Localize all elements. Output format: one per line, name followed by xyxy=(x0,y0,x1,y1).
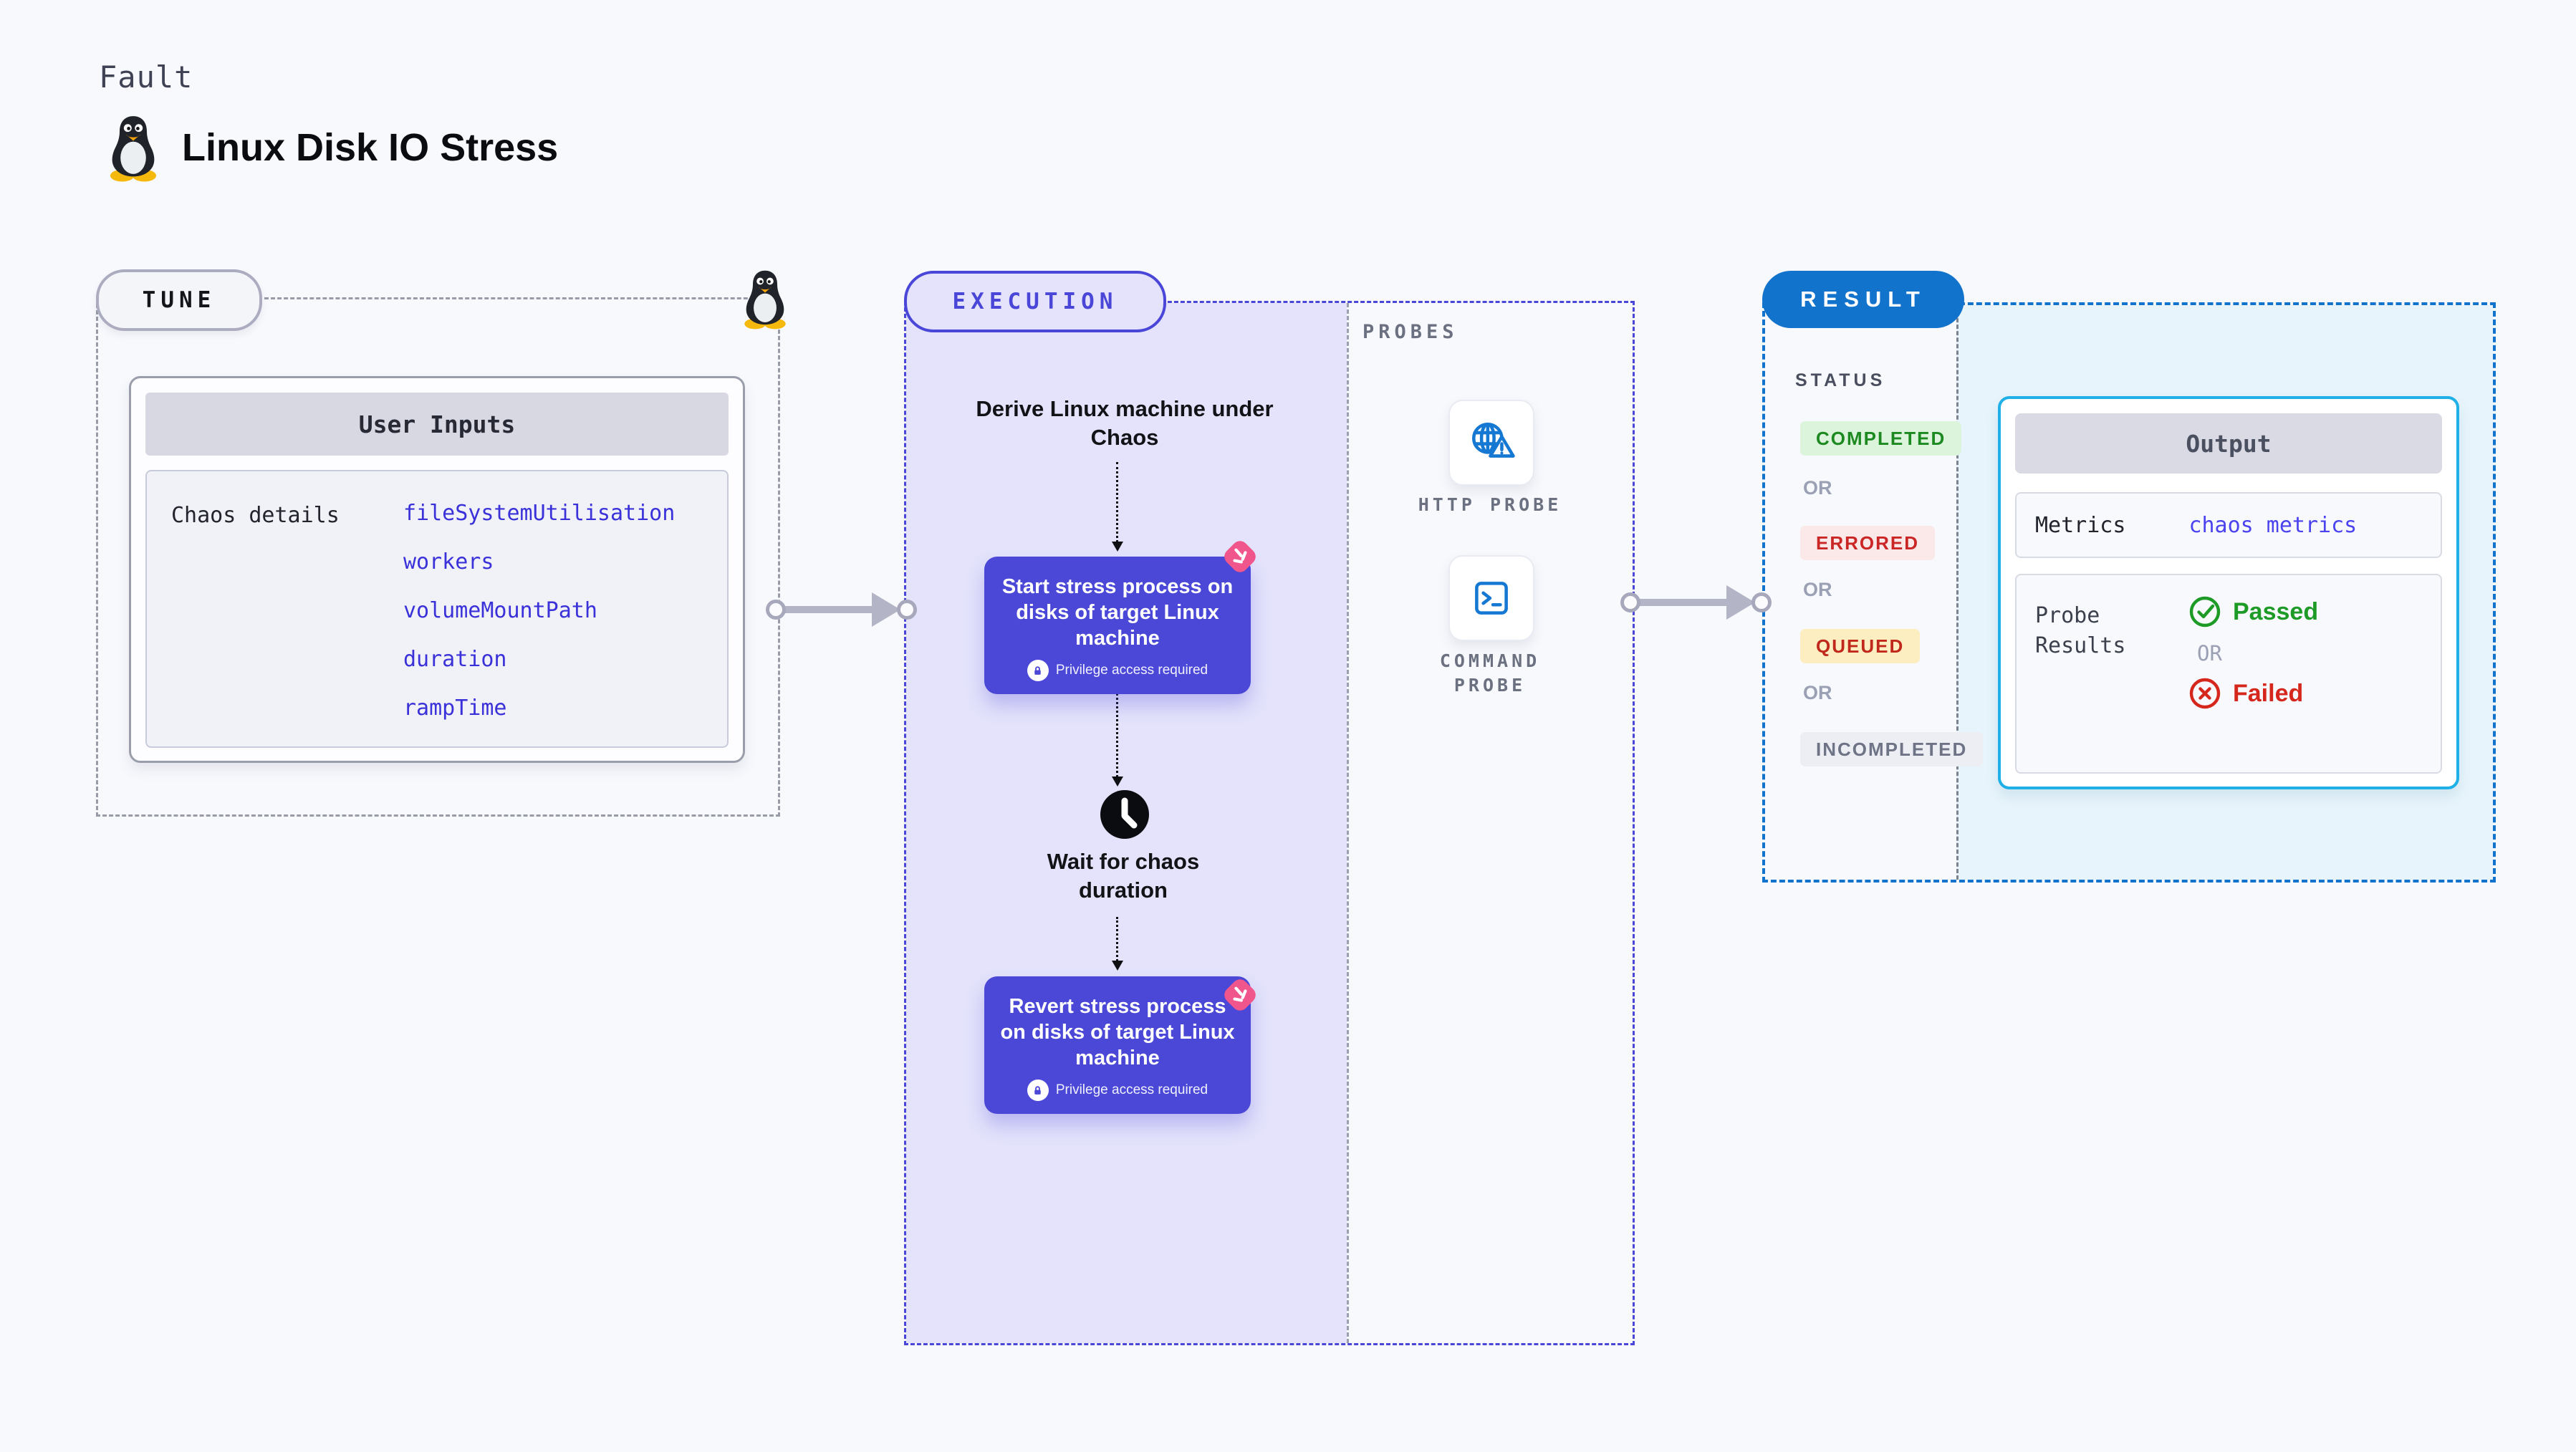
probes-title: PROBES xyxy=(1363,321,1458,343)
status-badge-queued: QUEUED xyxy=(1800,629,1921,663)
revert-stress-label: Revert stress process on disks of target… xyxy=(1000,995,1235,1069)
tune-to-execution-arrow xyxy=(766,592,917,627)
fault-kicker: Fault xyxy=(99,59,193,95)
probe-results-values: Passed OR Failed xyxy=(2188,595,2318,710)
step-derive-label: Derive Linux machine under Chaos xyxy=(976,396,1274,450)
tune-section xyxy=(96,297,780,817)
terminal-icon xyxy=(1468,574,1515,622)
x-circle-icon xyxy=(2188,677,2221,710)
privilege-note: Privilege access required xyxy=(1000,660,1235,681)
status-badge-incompleted: INCOMPLETED xyxy=(1800,732,1984,766)
passed-label: Passed xyxy=(2233,597,2319,625)
revert-stress-card: Revert stress process on disks of target… xyxy=(984,976,1251,1114)
fault-title-row: Linux Disk IO Stress xyxy=(106,113,558,182)
user-inputs-table: Chaos details fileSystemUtilisation work… xyxy=(145,470,729,748)
clock-icon xyxy=(1099,789,1150,840)
probe-results-label: Probe Results xyxy=(2035,603,2126,658)
chaos-logo-badge xyxy=(1220,537,1260,577)
tux-penguin-icon-small xyxy=(741,268,789,330)
probe-results-row: Probe Results Passed OR Failed xyxy=(2015,574,2442,774)
chaos-details-values: fileSystemUtilisation workers volumeMoun… xyxy=(403,503,675,719)
start-stress-label: Start stress process on disks of target … xyxy=(1001,575,1234,650)
start-stress-card: Start stress process on disks of target … xyxy=(984,557,1251,694)
lock-icon xyxy=(1027,1080,1049,1101)
globe-warning-icon xyxy=(1468,419,1515,466)
user-inputs-title: User Inputs xyxy=(145,393,729,456)
output-title: Output xyxy=(2015,413,2442,473)
status-or: OR xyxy=(1803,477,1832,499)
input-value: workers xyxy=(403,549,494,574)
failed-line: Failed xyxy=(2188,677,2318,710)
command-probe-card xyxy=(1448,555,1534,641)
result-divider xyxy=(1956,305,1959,880)
metrics-value: chaos metrics xyxy=(2188,512,2358,538)
lock-icon xyxy=(1027,660,1049,681)
step-wait-label: Wait for chaos duration xyxy=(1047,849,1200,903)
input-value: fileSystemUtilisation xyxy=(403,501,676,526)
result-badge: RESULT xyxy=(1762,271,1964,328)
input-value: rampTime xyxy=(403,696,507,721)
http-probe-card xyxy=(1448,400,1534,486)
flow-arrow xyxy=(1112,462,1123,552)
failed-label: Failed xyxy=(2233,679,2304,707)
output-card: Output Metrics chaos metrics Probe Resul… xyxy=(1998,396,2459,789)
tux-penguin-icon xyxy=(106,113,160,182)
metrics-label: Metrics xyxy=(2035,512,2126,538)
check-circle-icon xyxy=(2188,595,2221,628)
metrics-row: Metrics chaos metrics xyxy=(2015,492,2442,558)
flow-arrow xyxy=(1112,917,1123,971)
privilege-note: Privilege access required xyxy=(1000,1080,1235,1101)
input-value: duration xyxy=(403,647,507,672)
command-probe-label: COMMAND PROBE xyxy=(1439,650,1541,696)
flow-arrow xyxy=(1112,690,1123,787)
status-or: OR xyxy=(1803,579,1832,600)
chaos-logo-badge xyxy=(1220,975,1260,1015)
execution-probes-divider xyxy=(1347,303,1349,1343)
probe-or: OR xyxy=(2197,641,2222,665)
status-or: OR xyxy=(1803,682,1832,703)
chaos-details-label: Chaos details xyxy=(171,503,340,528)
passed-line: Passed xyxy=(2188,595,2318,628)
execution-badge: EXECUTION xyxy=(904,271,1166,332)
execution-to-result-arrow xyxy=(1620,585,1772,620)
status-badge-errored: ERRORED xyxy=(1800,526,1936,560)
execution-section: Derive Linux machine under Chaos Start s… xyxy=(904,301,1635,1345)
user-inputs-card: User Inputs Chaos details fileSystemUtil… xyxy=(129,376,745,763)
http-probe-label: HTTP PROBE xyxy=(1418,494,1562,515)
tune-badge: TUNE xyxy=(96,269,262,331)
fault-title: Linux Disk IO Stress xyxy=(182,126,559,169)
status-title: STATUS xyxy=(1795,370,1886,390)
status-badge-completed: COMPLETED xyxy=(1800,421,1962,456)
input-value: volumeMountPath xyxy=(403,598,597,623)
